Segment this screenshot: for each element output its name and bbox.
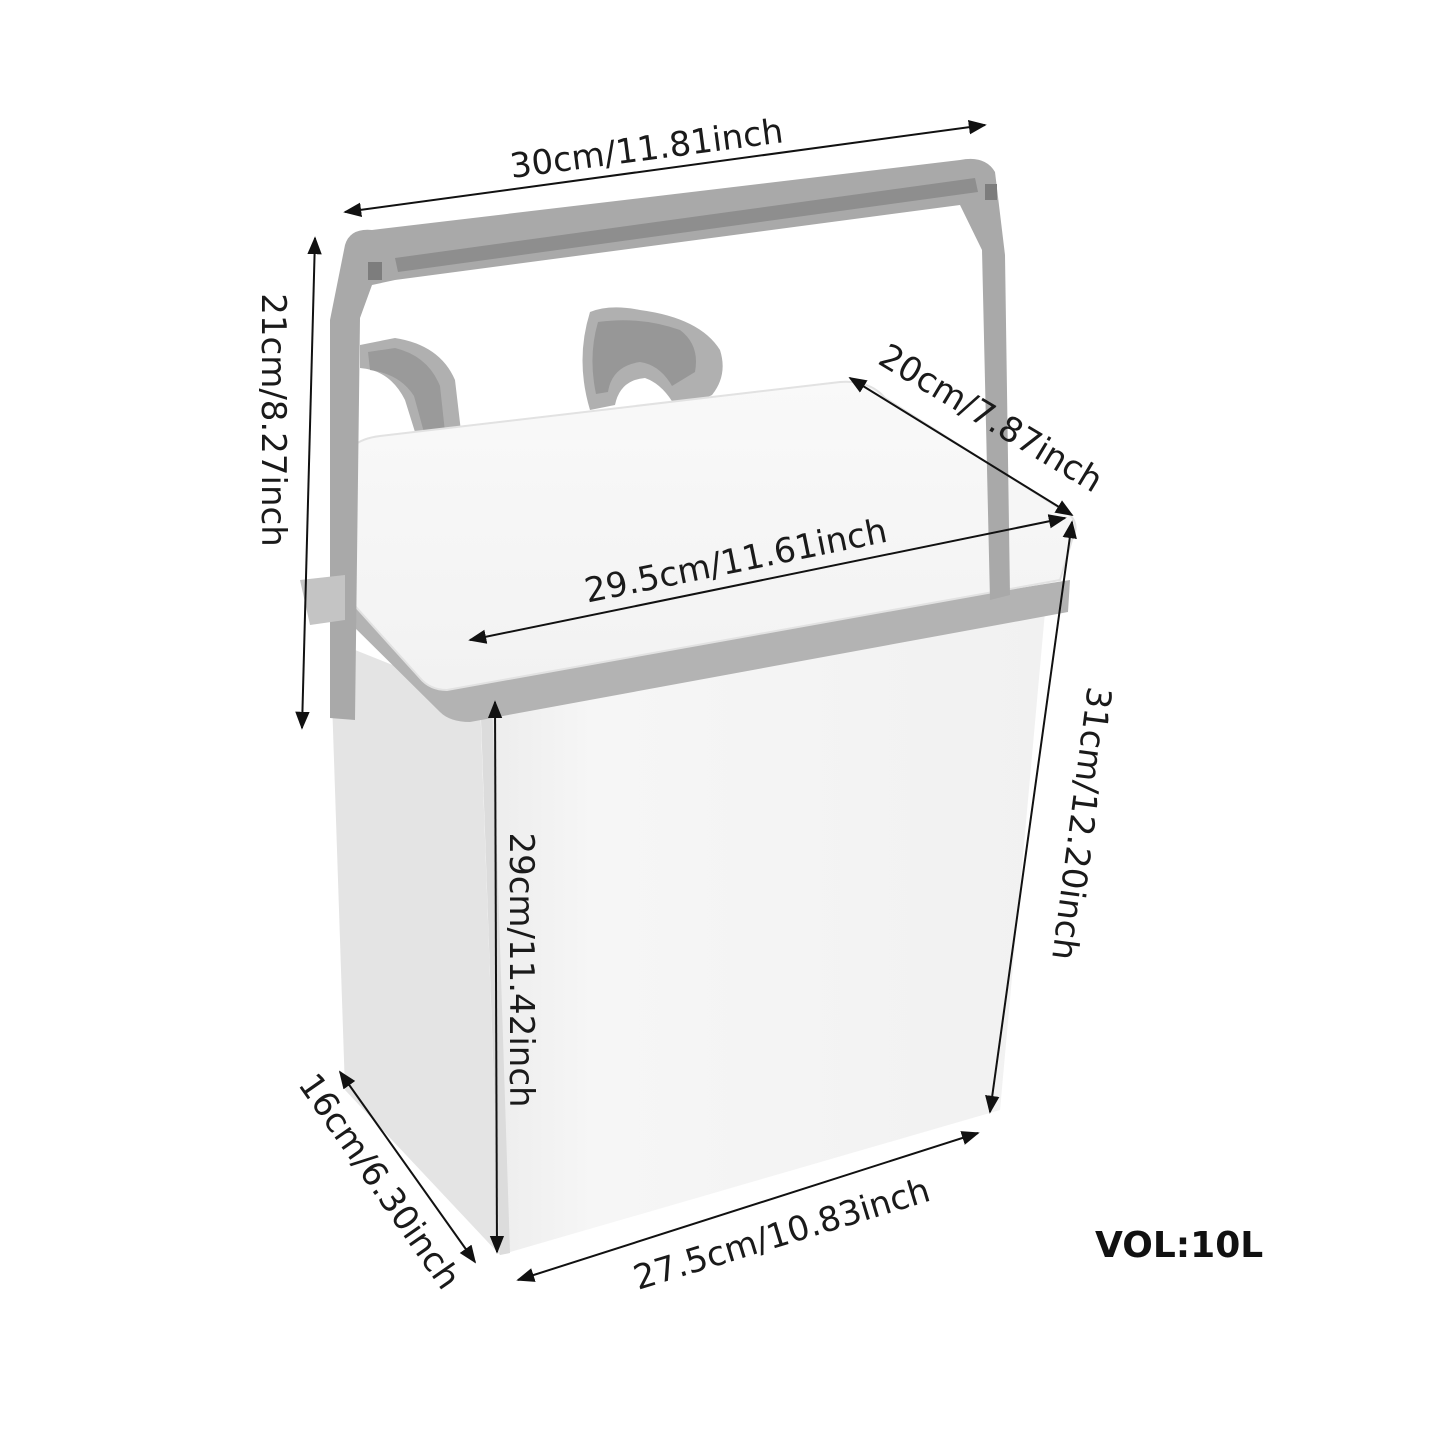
lid-depth-line [848, 377, 1074, 516]
dimension-lines [295, 120, 1077, 1282]
left-hinge-bracket [360, 338, 462, 448]
overall-height-line [985, 520, 1077, 1114]
base-depth-line [338, 1070, 477, 1264]
base-width-line [516, 1131, 980, 1282]
cooler-illustration [300, 158, 1077, 1255]
handle-height-label: 21cm/8.27inch [253, 293, 293, 546]
handle-width-label: 30cm/11.81inch [508, 111, 786, 187]
handle-width-line [343, 120, 987, 217]
handle-height-line [295, 236, 322, 730]
cooler-body-front [480, 612, 1045, 1255]
overall-height-label: 31cm/12.20inch [1043, 684, 1119, 962]
body-height-line [487, 700, 505, 1254]
volume-label: VOL:10L [1095, 1225, 1263, 1266]
lid-width-line [468, 514, 1067, 644]
body-height-label: 29cm/11.42inch [501, 832, 541, 1107]
right-hinge-bracket [582, 307, 723, 412]
